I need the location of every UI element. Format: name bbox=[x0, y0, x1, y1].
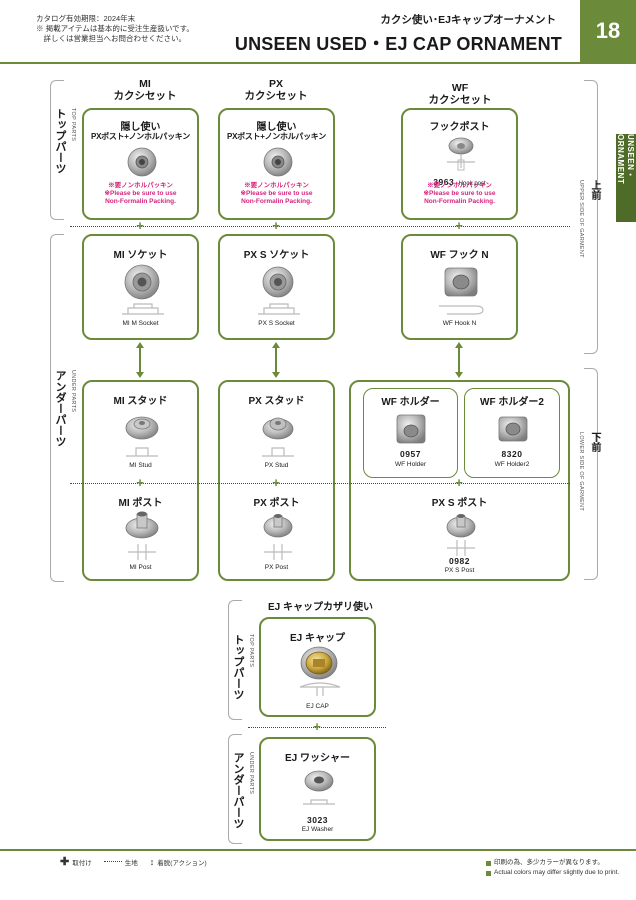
lower-side-label: LOWER SIDE OF GARMENT 下前 bbox=[578, 432, 600, 512]
page-subtitle: カクシ使い･EJキャップオーナメント bbox=[380, 14, 556, 26]
px-post-packing-icon bbox=[263, 147, 293, 177]
mi-stud-icon bbox=[125, 416, 159, 440]
top-parts-label: トップパーツ TOP PARTS bbox=[54, 108, 76, 174]
ej-section-title: EJ キャップカザリ使い bbox=[268, 602, 374, 613]
socket-profile-icon bbox=[258, 303, 300, 315]
wf-holder2-icon bbox=[498, 416, 528, 442]
card-wf-top: フックポスト 3963 Hook post ※要ノンホルパッキン ※Please… bbox=[401, 108, 518, 220]
fabric-line bbox=[70, 483, 570, 484]
side-tab: UNSEEN・ORNAMENT bbox=[616, 134, 636, 222]
hook-post-number: 3963 Hook post bbox=[433, 177, 486, 187]
hook-post-icon bbox=[447, 137, 475, 171]
top-parts-bracket bbox=[50, 80, 64, 220]
note-line: ※ 掲載アイテムは基本的に受注生産扱いです。 bbox=[36, 24, 194, 33]
card-mi-top: 隠し使い PXポスト+ノンホルパッキン ※要ノンホルパッキン ※Please b… bbox=[82, 108, 199, 220]
col-head-px: PX カクシセット bbox=[244, 78, 308, 102]
stud-profile-icon bbox=[262, 447, 294, 457]
action-arrow-icon bbox=[455, 342, 463, 378]
card-wf-holder: WF ホルダー 0957 WF Holder bbox=[363, 388, 458, 478]
ej-under-parts-label: アンダーパーツ UNDER PARTS bbox=[232, 752, 254, 829]
stud-profile-icon bbox=[126, 447, 158, 457]
legend-attach: ✚ 取付け bbox=[60, 856, 92, 868]
attach-plus-icon: + bbox=[136, 475, 144, 490]
catalog-note: カタログ有効期限：2024年末 ※ 掲載アイテムは基本的に受注生産扱いです。 詳… bbox=[36, 14, 194, 44]
wf-holder-icon bbox=[396, 414, 426, 444]
card-ej-cap: EJ キャップ EJ CAP bbox=[259, 617, 376, 717]
under-parts-label: アンダーパーツ UNDER PARTS bbox=[54, 370, 76, 447]
square-bullet-icon bbox=[486, 870, 491, 876]
card-mi-socket: MI ソケット MI M Socket bbox=[82, 234, 199, 340]
action-arrow-icon bbox=[272, 342, 280, 378]
action-arrow-icon bbox=[136, 342, 144, 378]
card-px-under: PX スタッド PX Stud PX ポスト PX Post bbox=[218, 380, 335, 581]
post-profile-icon bbox=[264, 544, 292, 560]
px-s-post-icon bbox=[446, 514, 476, 538]
lower-side-bracket bbox=[584, 368, 598, 580]
px-socket-icon bbox=[262, 266, 294, 298]
page-title: UNSEEN USED・EJ CAP ORNAMENT bbox=[234, 34, 562, 54]
post-profile-icon bbox=[128, 544, 156, 560]
socket-profile-icon bbox=[122, 303, 164, 315]
attach-plus-icon: + bbox=[313, 719, 321, 734]
fabric-line bbox=[70, 226, 570, 227]
col-head-mi: MI カクシセット bbox=[113, 78, 177, 102]
px-stud-icon bbox=[262, 417, 294, 440]
px-post-icon bbox=[263, 514, 293, 538]
ej-top-bracket bbox=[228, 600, 242, 720]
card-mi-under: MI スタッド MI Stud MI ポスト MI Post bbox=[82, 380, 199, 581]
washer-profile-icon bbox=[303, 799, 335, 805]
card-px-socket: PX S ソケット PX S Socket bbox=[218, 234, 335, 340]
dotted-line-icon bbox=[103, 861, 122, 862]
legend-fabric: 生地 bbox=[103, 857, 138, 867]
square-bullet-icon bbox=[486, 860, 491, 866]
post-profile-icon bbox=[447, 540, 475, 556]
ej-cap-icon bbox=[300, 646, 338, 680]
attach-plus-icon: + bbox=[272, 218, 280, 233]
card-wf-hook: WF フック N WF Hook N bbox=[401, 234, 518, 340]
legend-detach: ↕ 着脱(アクション) bbox=[149, 856, 207, 867]
footer-rule bbox=[0, 849, 636, 851]
legend: ✚ 取付け 生地 ↕ 着脱(アクション) bbox=[60, 855, 207, 868]
header-rule bbox=[0, 62, 636, 64]
packing-note: ※要ノンホルパッキン ※Please be sure to use Non-Fo… bbox=[104, 182, 177, 205]
mi-post-icon bbox=[125, 511, 159, 539]
card-ej-washer: EJ ワッシャー 3023 EJ Washer bbox=[259, 737, 376, 841]
wf-hook-icon bbox=[444, 267, 478, 297]
plus-icon: ✚ bbox=[60, 856, 70, 868]
color-note: 印刷の為、多少カラーが異なります。 Actual colors may diff… bbox=[486, 858, 619, 878]
packing-note: ※要ノンホルパッキン ※Please be sure to use Non-Fo… bbox=[423, 182, 496, 205]
card-wf-holder2: WF ホルダー2 8320 WF Holder2 bbox=[464, 388, 560, 478]
page-number: 18 bbox=[580, 0, 636, 62]
note-line: 詳しくは営業担当へお問合わせください。 bbox=[36, 34, 186, 43]
fabric-line bbox=[248, 727, 386, 728]
card-wf-under: WF ホルダー 0957 WF Holder WF ホルダー2 8320 WF … bbox=[349, 380, 570, 581]
card-px-top: 隠し使い PXポスト+ノンホルパッキン ※要ノンホルパッキン ※Please b… bbox=[218, 108, 335, 220]
ej-under-bracket bbox=[228, 734, 242, 844]
ej-top-parts-label: トップパーツ TOP PARTS bbox=[232, 634, 254, 700]
upper-side-label: UPPER SIDE OF GARMENT 上前 bbox=[578, 180, 600, 258]
cap-profile-icon bbox=[299, 682, 341, 696]
col-head-wf: WF カクシセット bbox=[428, 82, 492, 106]
under-parts-bracket bbox=[50, 234, 64, 582]
attach-plus-icon: + bbox=[136, 218, 144, 233]
upper-side-bracket bbox=[584, 80, 598, 354]
mi-socket-icon bbox=[124, 264, 160, 300]
ej-washer-icon bbox=[304, 770, 334, 792]
packing-note: ※要ノンホルパッキン ※Please be sure to use Non-Fo… bbox=[240, 182, 313, 205]
updown-arrow-icon: ↕ bbox=[149, 856, 155, 867]
attach-plus-icon: + bbox=[455, 475, 463, 490]
note-line: カタログ有効期限：2024年末 bbox=[36, 14, 136, 23]
attach-plus-icon: + bbox=[272, 475, 280, 490]
px-post-packing-icon bbox=[127, 147, 157, 177]
hook-profile-icon bbox=[439, 305, 484, 315]
attach-plus-icon: + bbox=[455, 218, 463, 233]
